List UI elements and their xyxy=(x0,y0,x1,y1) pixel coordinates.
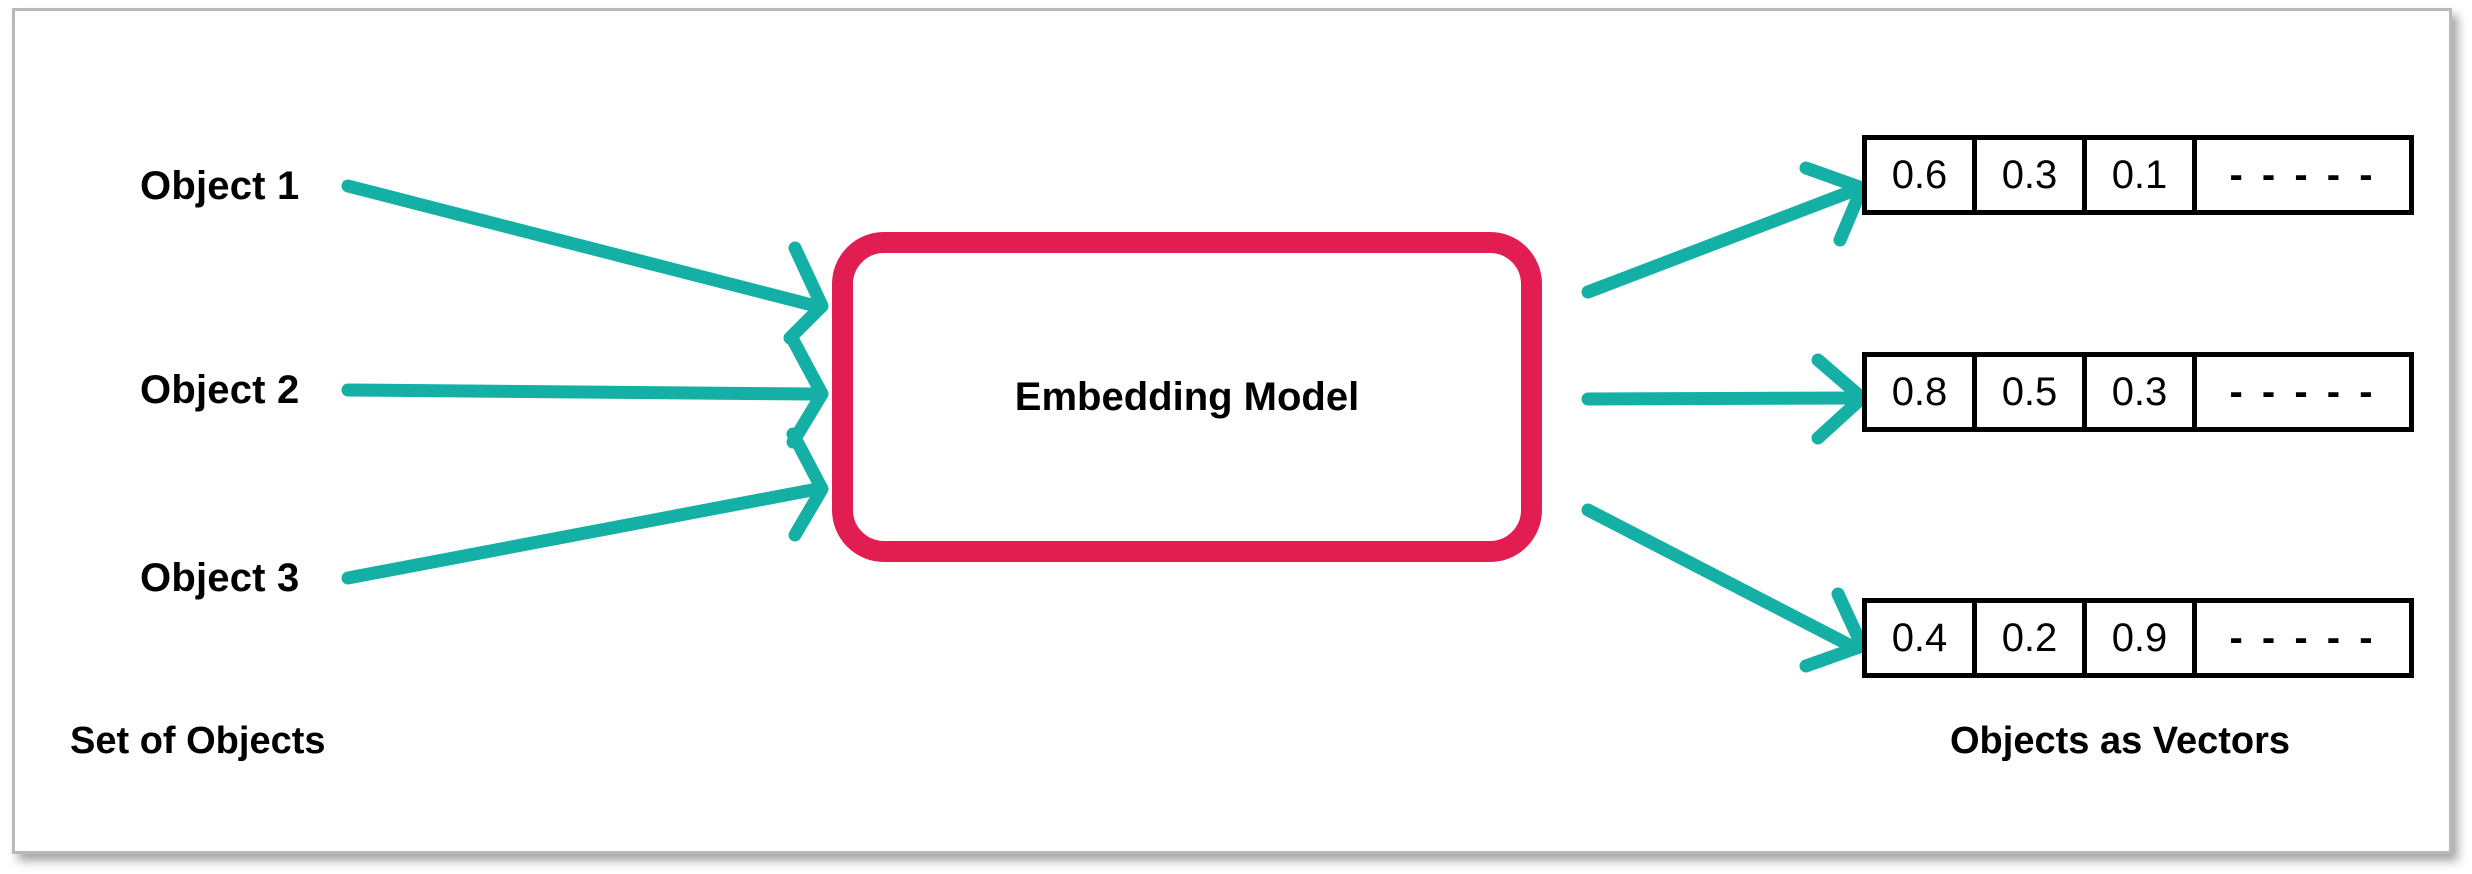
arrow-object1-to-model xyxy=(341,179,819,312)
arrowhead-object3 xyxy=(786,427,829,542)
vector-row-1[interactable]: 0.6 0.3 0.1 - - - - - xyxy=(1862,135,2414,215)
right-caption: Objects as Vectors xyxy=(1950,720,2291,762)
vector-cell: 0.3 xyxy=(1977,140,2087,210)
vector-cell: 0.3 xyxy=(2087,357,2197,427)
arrow-object3-to-model xyxy=(341,483,819,585)
object-label-3: Object 3 xyxy=(140,556,300,600)
arrow-object2-to-model xyxy=(341,383,819,401)
vector-row-3[interactable]: 0.4 0.2 0.9 - - - - - xyxy=(1862,598,2414,678)
vector-cell: 0.1 xyxy=(2087,140,2197,210)
arrowhead-object1 xyxy=(783,241,829,345)
object-label-1: Object 1 xyxy=(140,164,300,208)
vector-cell: 0.9 xyxy=(2087,603,2197,673)
arrow-model-to-vector1 xyxy=(1581,183,1862,299)
arrow-model-to-vector2 xyxy=(1581,391,1862,406)
arrow-model-to-vector3 xyxy=(1581,503,1862,655)
vector-cell: 0.4 xyxy=(1867,603,1977,673)
vector-row-2[interactable]: 0.8 0.5 0.3 - - - - - xyxy=(1862,352,2414,432)
vector-ellipsis-cell: - - - - - xyxy=(2197,140,2409,210)
vector-cell: 0.6 xyxy=(1867,140,1977,210)
left-caption: Set of Objects xyxy=(70,720,326,762)
vector-cell: 0.2 xyxy=(1977,603,2087,673)
vector-ellipsis-cell: - - - - - xyxy=(2197,603,2409,673)
embedding-model-label: Embedding Model xyxy=(1014,375,1360,419)
vector-cell: 0.5 xyxy=(1977,357,2087,427)
vector-ellipsis-cell: - - - - - xyxy=(2197,357,2409,427)
embedding-model-box[interactable]: Embedding Model xyxy=(832,232,1542,562)
arrowhead-object2 xyxy=(786,333,829,449)
object-label-2: Object 2 xyxy=(140,368,300,412)
vector-cell: 0.8 xyxy=(1867,357,1977,427)
